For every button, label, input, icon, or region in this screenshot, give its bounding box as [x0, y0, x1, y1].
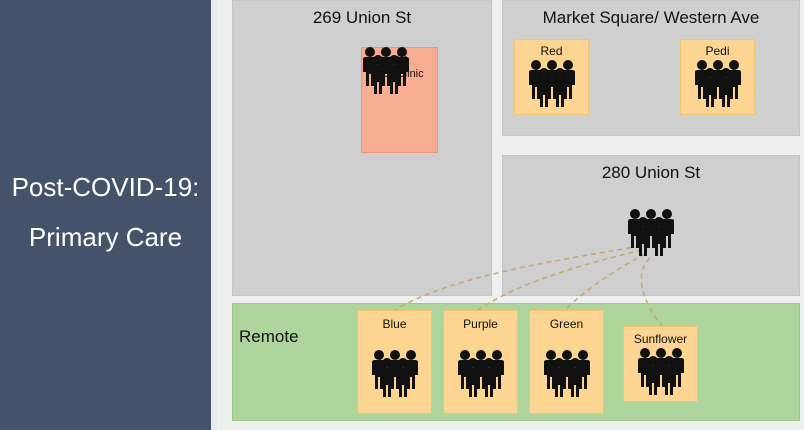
location-280-union-st: 280 Union St	[502, 155, 800, 296]
team-label: Blue	[382, 317, 407, 331]
location-title: 269 Union St	[312, 8, 412, 27]
team-label: Purple	[463, 317, 498, 331]
title-line-1: Post-COVID-19:	[11, 172, 200, 202]
link-to-blue	[394, 245, 641, 311]
group-of-people-icon	[370, 350, 420, 400]
group-of-people-icon	[456, 350, 506, 400]
team-red: Red	[514, 39, 589, 115]
sidebar-panel: Post-COVID-19: Primary Care	[0, 0, 217, 430]
link-to-green	[564, 253, 646, 311]
team-label: Green	[549, 317, 584, 331]
team-sunflower: Sunflower	[623, 326, 698, 402]
team-blue: Blue	[357, 310, 432, 414]
group-of-people-icon	[626, 209, 676, 259]
team-pedi: Pedi	[680, 39, 755, 115]
group-of-people-icon	[636, 348, 686, 398]
team-green: Green	[529, 310, 604, 414]
team-label-line-2: PUI Clinic	[375, 68, 424, 80]
page-title: Post-COVID-19: Primary Care	[0, 162, 211, 262]
title-line-2: Primary Care	[28, 222, 183, 252]
team-label-line-1: UC	[391, 54, 408, 66]
location-title: Market Square/ Western Ave	[542, 8, 760, 27]
team-label: UC PUI Clinic	[361, 53, 438, 81]
location-title: 280 Union St	[601, 163, 701, 182]
link-to-sunflower	[640, 257, 663, 327]
group-of-people-icon	[542, 350, 592, 400]
team-label: Pedi	[705, 44, 730, 58]
team-uc-pui-clinic: UC PUI Clinic	[361, 47, 438, 153]
link-to-purple	[477, 249, 643, 311]
team-label: Red	[540, 44, 563, 58]
location-title: Remote	[239, 327, 299, 346]
team-label: Sunflower	[633, 332, 688, 346]
team-purple: Purple	[443, 310, 518, 414]
location-269-union-st: 269 Union St	[232, 0, 492, 296]
